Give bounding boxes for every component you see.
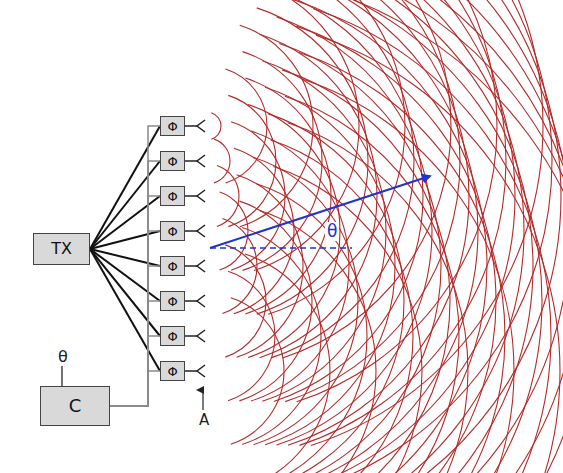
node-label: C (69, 397, 82, 415)
node-label: Φ (167, 225, 177, 238)
node-label: Φ (167, 190, 177, 203)
feed-line (185, 265, 197, 267)
phase-shifter-box: Φ (160, 116, 185, 136)
antenna-symbol (197, 260, 205, 272)
wavefront-arc (211, 113, 221, 140)
feed-line (185, 335, 197, 337)
node-label: Φ (167, 365, 177, 378)
wavefront-arc (228, 95, 276, 226)
wavefront-arc (228, 271, 275, 400)
feed-wire (90, 231, 160, 249)
wavefront-arc (242, 228, 321, 445)
wavefront-arc (316, 35, 560, 473)
node-label: Φ (167, 120, 177, 133)
wavefront-arc (285, 0, 460, 402)
node-label: Φ (167, 155, 177, 168)
wavefront-arc (325, 0, 563, 473)
node-label: Φ (167, 260, 177, 273)
wavefront-arc (254, 0, 359, 271)
feed-line (185, 230, 197, 232)
antenna-label: A (197, 412, 211, 429)
boresight-line (210, 247, 352, 249)
wavefront-arc (273, 167, 422, 473)
control-wire (110, 161, 160, 406)
wavefront-arc (308, 0, 533, 473)
beam-direction-arrow (210, 176, 430, 248)
antenna-elements (185, 120, 205, 377)
control-wire (110, 301, 160, 406)
wavefront-arc (302, 79, 514, 473)
wavefront-arc (222, 218, 257, 313)
feed-line (185, 160, 197, 162)
wavefront-arc (314, 0, 552, 473)
wavefront-arc (330, 0, 563, 473)
wavefront-arc (285, 96, 459, 473)
feed-wire (90, 249, 160, 371)
wavefront-arc (328, 0, 563, 473)
wavefront-arc (299, 53, 505, 473)
wavefront-arc (294, 0, 487, 473)
phase-shifter-box: Φ (160, 221, 185, 241)
wavefront-arc (231, 298, 284, 444)
wavefront-arc (271, 0, 414, 358)
wavefront-arc (259, 210, 376, 473)
theta-input-label: θ (56, 348, 70, 366)
wavefront-arc (245, 254, 330, 473)
wavefront-arc (268, 114, 404, 473)
phase-shifter-box: Φ (160, 361, 185, 381)
wavefront-arc (220, 192, 248, 270)
feed-line (185, 195, 197, 197)
control-wire (110, 231, 160, 406)
phase-shifter-box: Φ (160, 151, 185, 171)
wavefront-arc (251, 131, 349, 401)
feed-wire (90, 249, 160, 336)
wavefront-arc (313, 9, 551, 473)
wavefront-arcs (211, 0, 563, 473)
wavefront-arc (305, 0, 524, 473)
wavefront-arc (254, 157, 358, 444)
theta-input-line (61, 366, 63, 386)
antenna-symbol (197, 190, 205, 202)
phase-shifter-box: Φ (160, 291, 185, 311)
wavefront-arc (237, 175, 303, 358)
control-wire (110, 196, 160, 406)
wavefront-arc (225, 245, 266, 357)
feed-line (185, 125, 197, 127)
phase-shifter-box: Φ (160, 256, 185, 276)
transmitter-box: TX (33, 233, 90, 265)
phase-shifter-box: Φ (160, 326, 185, 346)
feed-line (185, 300, 197, 302)
control-wire (110, 336, 160, 406)
control-wire (110, 266, 160, 406)
control-wire (110, 371, 160, 406)
wavefront-arc (271, 140, 413, 473)
wavefront-arc (231, 122, 285, 270)
wavefront-arc (226, 69, 267, 183)
steering-angle-label: θ (325, 222, 339, 241)
antenna-symbol (197, 295, 205, 307)
wavefront-arc (288, 123, 468, 473)
feed-line (185, 370, 197, 372)
wavefront-arc (214, 139, 230, 183)
antenna-symbol (197, 155, 205, 167)
wavefront-arc (257, 8, 368, 314)
antenna-symbol (197, 365, 205, 377)
antenna-pointer-arrow (202, 390, 203, 410)
control-wire (110, 126, 160, 406)
node-label: Φ (167, 330, 177, 343)
antenna-symbol (197, 120, 205, 132)
node-label: TX (51, 241, 72, 257)
feed-wire (90, 196, 160, 249)
feed-wire (90, 161, 160, 249)
antenna-symbol (197, 225, 205, 237)
controller-box: C (40, 386, 110, 426)
antenna-symbol (197, 330, 205, 342)
phase-shifter-box: Φ (160, 186, 185, 206)
node-label: Φ (167, 295, 177, 308)
